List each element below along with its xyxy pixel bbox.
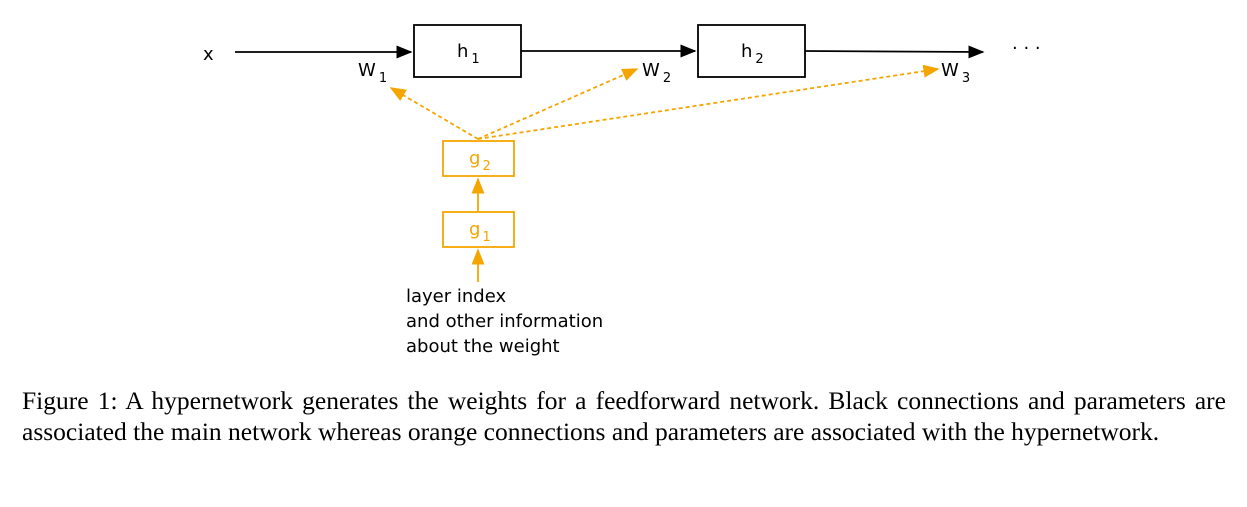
- node-g2-box: [442, 140, 515, 177]
- node-h2-box: [697, 24, 806, 78]
- figure-caption: Figure 1: A hypernetwork generates the w…: [22, 386, 1226, 446]
- ellipsis-label: · · ·: [1012, 38, 1041, 59]
- edge-h2-to-output: [804, 45, 985, 59]
- input-note-line-2: and other information: [406, 311, 603, 332]
- input-note-line-3: about the weight: [406, 336, 560, 357]
- input-note-line-1: layer index: [406, 286, 506, 307]
- node-g1-box: [442, 211, 515, 248]
- hyper-edge-to-w3: [477, 64, 940, 140]
- input-x-label: x: [203, 44, 214, 65]
- hyper-edge-to-w1: [389, 87, 479, 140]
- hyper-edge-to-w2: [477, 68, 639, 140]
